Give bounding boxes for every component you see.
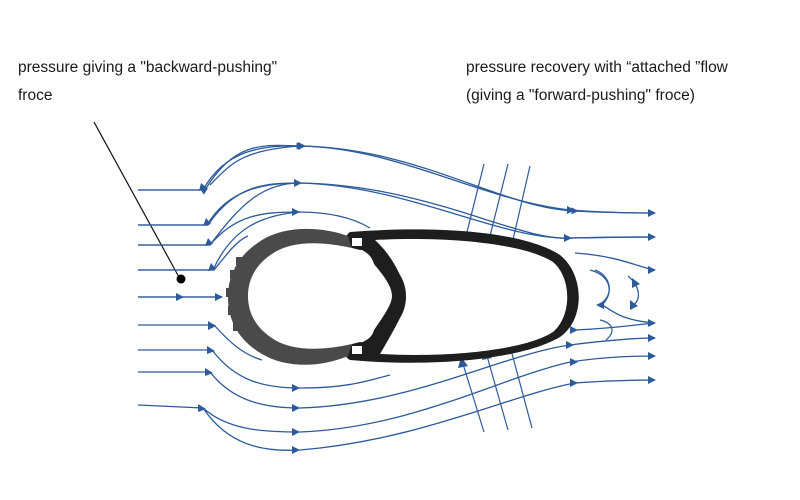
rim-bead-top	[352, 238, 362, 246]
tire	[228, 228, 352, 365]
pressure-arrows-bottom	[462, 349, 533, 433]
tread-knob	[230, 270, 240, 279]
arrow-head	[215, 293, 223, 301]
arrow-head	[298, 142, 306, 150]
arrow-head	[648, 319, 656, 327]
arrow-head	[566, 341, 574, 349]
arrow-head	[292, 446, 300, 454]
pressure-arrow	[511, 165, 531, 245]
arrow-head	[648, 376, 656, 384]
rim-bead-bottom	[352, 346, 362, 354]
annotation-leader-line	[93, 121, 181, 280]
streamline	[209, 145, 301, 186]
streamline-wake-mid	[589, 269, 656, 324]
arrow-head	[292, 208, 300, 216]
pressure-arrow	[462, 363, 485, 433]
streamline-top-1	[138, 145, 656, 214]
arrow-head	[648, 266, 656, 274]
wake-swirl	[594, 269, 610, 305]
arrow-head	[648, 334, 656, 342]
tread-knob	[226, 288, 236, 297]
pressure-arrow	[510, 349, 533, 429]
pressure-recovery-line-2: (giving a "forward-pushing" froce)	[466, 87, 695, 104]
tread-knob	[228, 306, 238, 315]
streamline-wake-top	[574, 252, 656, 271]
arrow-head	[570, 358, 578, 366]
rim-profile	[226, 228, 579, 365]
pressure-recovery-line-1: pressure recovery with “attached ”flow	[466, 59, 728, 76]
arrow-head	[648, 352, 656, 360]
tread-knob	[236, 257, 246, 265]
wake-swirls	[594, 269, 639, 341]
streamline-bottom-4	[137, 355, 656, 433]
arrow-head	[567, 206, 575, 214]
arrow-head	[648, 209, 656, 217]
backward-pressure-line-2: froce	[18, 87, 53, 104]
pressure-arrow	[486, 355, 509, 431]
pressure-recovery-annotation: pressure recovery with “attached ”flow (…	[466, 54, 796, 110]
streamline-bottom-3	[138, 337, 656, 409]
wake-swirl	[627, 275, 639, 307]
tread-knob	[233, 322, 243, 331]
arrow-head	[205, 238, 213, 246]
arrow-head	[176, 293, 184, 301]
arrow-head	[294, 179, 302, 187]
backward-pressure-line-1: pressure giving a "backward-pushing"	[18, 59, 278, 76]
backward-pressure-annotation: pressure giving a "backward-pushing" fro…	[18, 54, 338, 110]
annotation-dot	[176, 274, 186, 284]
streamline-bottom-6	[574, 322, 656, 331]
pressure-arrow	[465, 163, 485, 237]
streamline-top-4	[138, 235, 249, 271]
arrow-head	[648, 233, 656, 241]
pressure-arrow	[488, 163, 509, 241]
arrow-head	[570, 326, 578, 334]
pressure-arrows-top	[465, 163, 531, 245]
streamline-top-2	[138, 182, 656, 239]
streamline	[138, 211, 301, 271]
streamline-bottom-5	[202, 379, 656, 451]
arrow-head	[198, 404, 206, 412]
arrow-head	[208, 321, 216, 330]
rim-cavity	[375, 238, 568, 356]
arrow-head	[199, 183, 207, 191]
arrow-head	[292, 384, 300, 392]
arrow-head	[292, 428, 300, 436]
arrow-head	[570, 379, 578, 387]
arrow-head	[203, 218, 211, 226]
arrow-head	[205, 368, 213, 376]
arrow-head	[208, 263, 216, 271]
arrow-head	[564, 234, 572, 242]
flow-arrowheads	[176, 142, 656, 454]
arrow-head	[292, 404, 300, 412]
wake-swirl	[599, 319, 613, 341]
arrow-head	[632, 278, 640, 288]
arrow-head	[207, 346, 215, 354]
